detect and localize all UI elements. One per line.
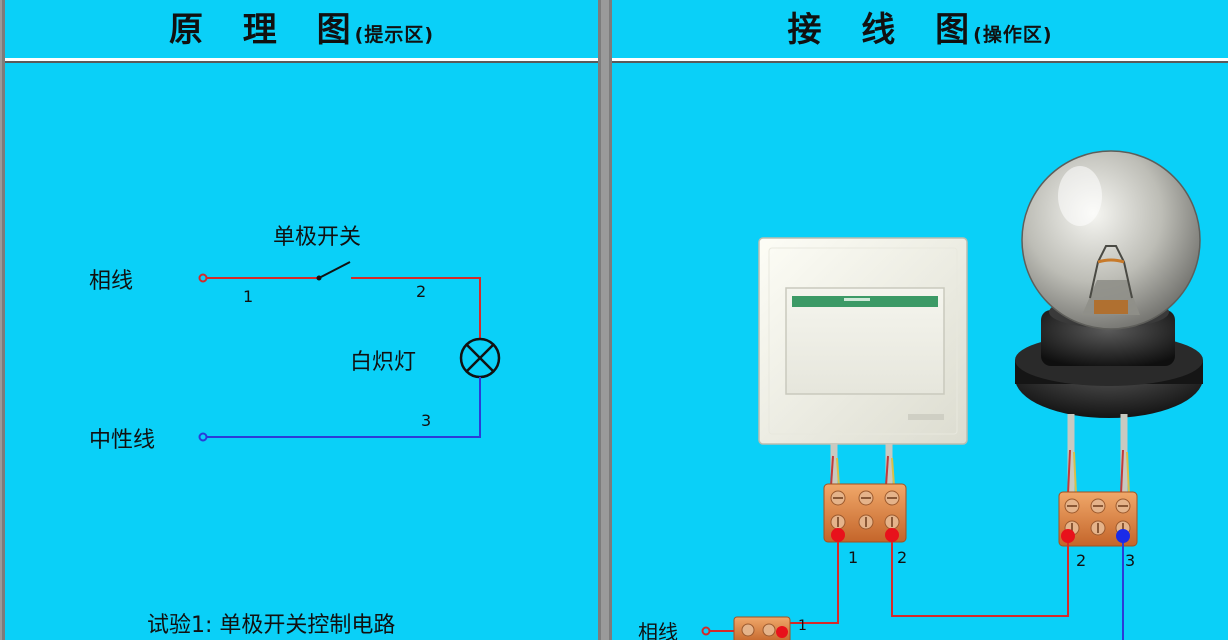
switch-indicator-stripe	[792, 296, 938, 307]
lamp-terminal-2-dot[interactable]	[1061, 529, 1075, 543]
wall-switch[interactable]	[758, 237, 968, 445]
switch-terminal-1-label: 1	[848, 548, 858, 567]
workspace-phase-label: 相线	[638, 620, 678, 640]
terminal-2-label: 2	[416, 282, 426, 301]
wiring-header: 接 线 图(操作区)	[612, 0, 1228, 61]
switch-blade	[318, 261, 351, 279]
schematic-subtitle: (提示区)	[354, 24, 435, 46]
phase-line-label: 相线	[89, 269, 133, 294]
schematic-panel: 原 理 图(提示区) 相线 中性线 单极开关 白炽灯 1 2 3 试验1: 单极…	[2, 0, 601, 640]
lamp-terminal-2-label: 2	[1076, 551, 1086, 570]
phase-input-terminal[interactable]	[198, 273, 208, 283]
lamp-terminal-3-label: 3	[1125, 551, 1135, 570]
switch-label: 单极开关	[273, 225, 361, 250]
light-bulb[interactable]	[1015, 150, 1203, 418]
lamp-label: 白炽灯	[350, 350, 416, 375]
switch-leads	[830, 444, 895, 487]
switch-terminal-block	[823, 483, 907, 543]
phase-source-open-terminal[interactable]	[701, 626, 711, 636]
switch-terminal-2-label: 2	[897, 548, 907, 567]
experiment-caption: 试验1: 单极开关控制电路	[147, 613, 395, 638]
neutral-line-label: 中性线	[89, 428, 155, 453]
wiring-subtitle: (操作区)	[973, 24, 1053, 46]
switch-terminal-2-dot[interactable]	[885, 528, 899, 542]
switch-terminal-1-dot[interactable]	[831, 528, 845, 542]
phase-to-switch-wire[interactable]	[790, 535, 839, 624]
schematic-diagram: 相线 中性线 单极开关 白炽灯 1 2 3 试验1: 单极开关控制电路	[89, 225, 501, 638]
bulb-leads	[1067, 414, 1130, 495]
wiring-panel: 接 线 图(操作区)	[609, 0, 1228, 640]
schematic-title: 原 理 图	[168, 10, 365, 50]
terminal-1-label: 1	[243, 287, 253, 306]
lamp-terminal-3-dot[interactable]	[1116, 529, 1130, 543]
wiring-title: 接 线 图	[787, 10, 984, 50]
neutral-input-terminal[interactable]	[198, 432, 208, 442]
lamp-cross-b	[466, 344, 494, 372]
phase-source-terminal-dot[interactable]	[776, 626, 788, 638]
wiring-workspace[interactable]: 1 2 2 3 相线 1	[612, 0, 1228, 640]
switch-to-lamp-wire[interactable]	[891, 535, 1069, 617]
schematic-header: 原 理 图(提示区)	[5, 0, 598, 61]
terminal-3-label: 3	[421, 411, 431, 430]
phase-source-terminal-label: 1	[798, 618, 807, 634]
